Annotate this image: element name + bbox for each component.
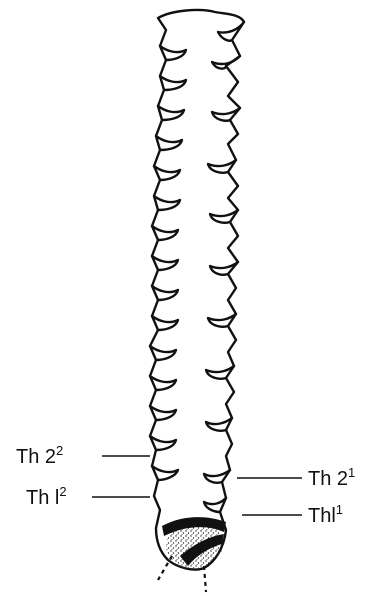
label-th1-2-base: Th l: [26, 487, 59, 509]
label-th1-2: Th l2: [26, 484, 67, 509]
rhabdosome: [150, 10, 244, 592]
label-th2-1: Th 21: [308, 465, 355, 490]
rhabdosome-body: [150, 10, 244, 570]
label-th2-2-sup: 2: [56, 443, 63, 458]
label-th2-1-base: Th 2: [308, 468, 348, 490]
label-th1-1-sup: 1: [336, 502, 343, 517]
label-th1-2-sup: 2: [59, 484, 66, 499]
label-th2-2-base: Th 2: [16, 446, 56, 468]
label-th1-1: Thl1: [308, 502, 343, 527]
label-th2-2: Th 22: [16, 443, 63, 468]
label-th1-1-base: Thl: [308, 505, 336, 527]
label-th2-1-sup: 1: [348, 465, 355, 480]
